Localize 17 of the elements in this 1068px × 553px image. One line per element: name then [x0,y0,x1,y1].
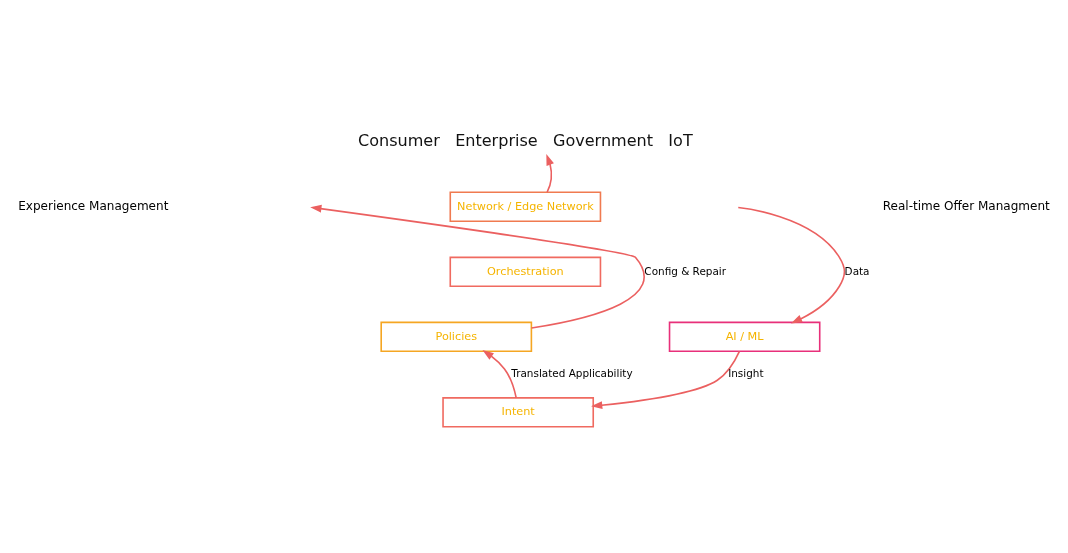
arrow [737,206,846,323]
arrow [310,204,645,329]
edge-label: Insight [728,366,764,379]
node-box: Policies [380,321,533,352]
arrow [591,350,741,409]
node-text: Consumer Enterprise Government IoT [358,130,693,150]
node-box: Orchestration [449,256,602,287]
edge-label: Config & Repair [644,264,727,277]
edge-label: Data [844,264,870,277]
arrow [482,349,517,399]
node-box: Network / Edge Network [449,190,602,222]
node-box: Intent [442,396,595,428]
label: Real-time Offer Managment [882,198,1050,213]
edge-label: Translated Applicability [511,366,633,379]
label: Experience Management [18,198,169,213]
arrow [546,153,554,193]
node-box: AI / ML [668,321,821,352]
